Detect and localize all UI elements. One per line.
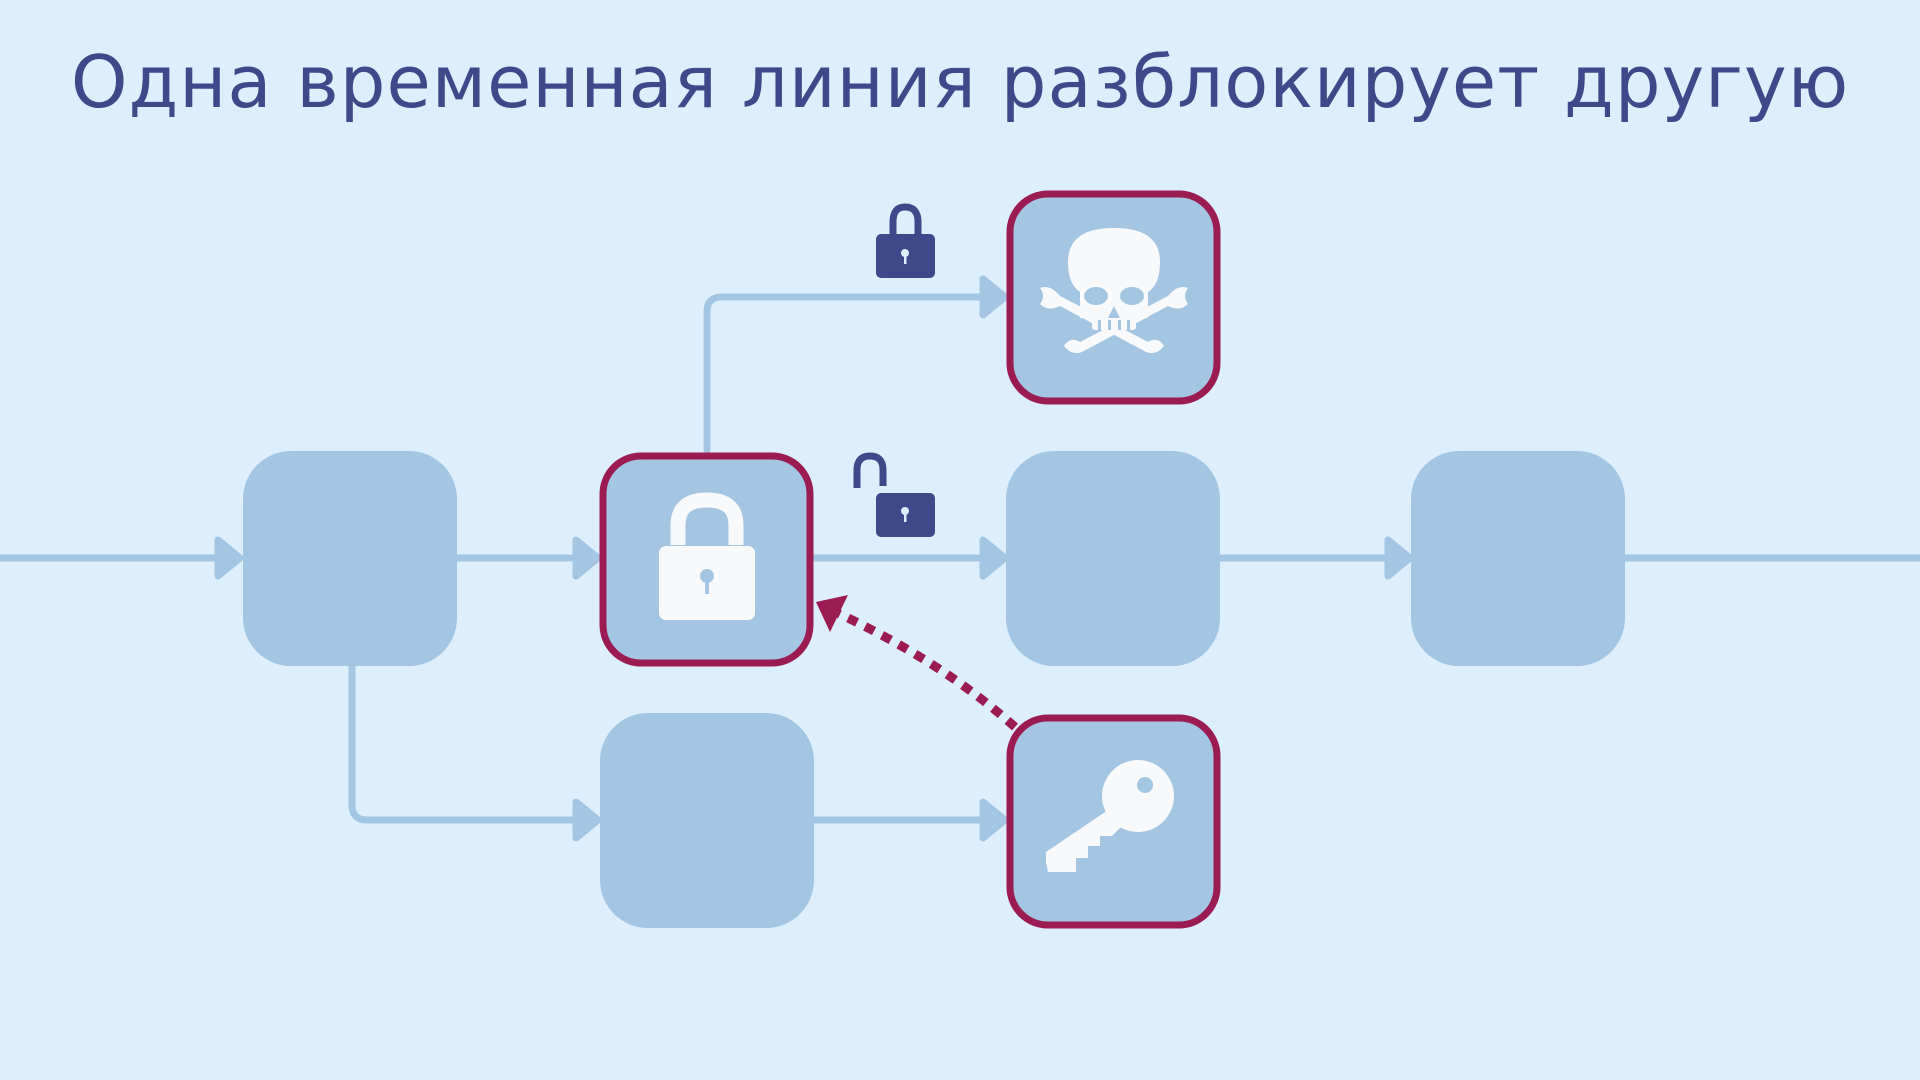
padlock-closed-icon <box>876 203 935 278</box>
timeline-node <box>1006 451 1220 666</box>
key-icon <box>1046 760 1174 872</box>
arrowhead <box>979 536 1009 580</box>
timeline-node <box>600 713 814 928</box>
arrowhead <box>572 798 602 842</box>
unlock-dependency-arrow <box>816 595 1018 731</box>
connector-lines <box>0 293 1920 824</box>
timeline-node <box>243 451 457 666</box>
edge-locked-danger <box>703 293 997 454</box>
page-title: Одна временная линия разблокирует другую <box>70 40 1850 124</box>
arrowhead <box>979 275 1009 319</box>
arrowhead <box>979 798 1009 842</box>
arrowhead <box>1384 536 1414 580</box>
arrowhead <box>214 536 244 580</box>
danger-node <box>1006 190 1221 405</box>
arrowhead <box>572 536 602 580</box>
padlock-closed-icon <box>659 492 755 620</box>
timeline-node <box>1411 451 1625 666</box>
edge-n1-n6 <box>348 662 590 824</box>
arrowheads <box>214 275 1414 842</box>
locked-node <box>599 452 814 667</box>
padlock-open-icon <box>853 452 935 537</box>
key-node <box>1006 714 1221 929</box>
